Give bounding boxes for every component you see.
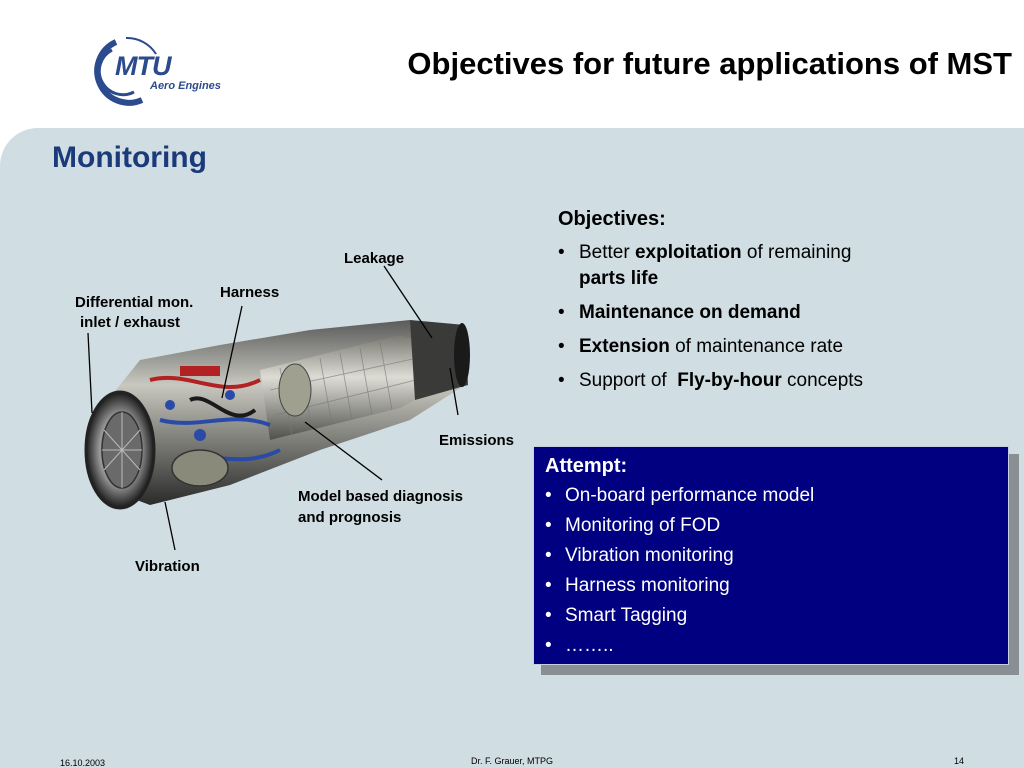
label-vibration: Vibration — [135, 558, 200, 575]
footer-date: 16.10.2003 — [60, 758, 106, 768]
label-model-diagnosis-line2: and prognosis — [298, 509, 402, 526]
objective-item: Extension of maintenance rate — [558, 334, 998, 360]
attempt-item: Harness monitoring — [545, 571, 997, 601]
objective-item: Better exploitation of remaining parts l… — [558, 240, 998, 292]
objectives-section: Objectives: Better exploitation of remai… — [558, 208, 998, 402]
objective-emphasis: Maintenance on demand — [579, 302, 801, 323]
objective-emphasis: exploitation — [634, 242, 742, 263]
attempt-item: Monitoring of FOD — [545, 511, 997, 541]
objective-item: Support of Fly-by-hour concepts — [558, 368, 998, 394]
attempt-item: Smart Tagging — [545, 601, 997, 631]
objective-emphasis: Extension — [579, 336, 670, 357]
attempt-box: Attempt: On-board performance model Moni… — [533, 446, 1009, 665]
objectives-list: Better exploitation of remaining parts l… — [558, 240, 998, 394]
label-differential-monitoring: Differential mon. — [75, 294, 194, 311]
label-inlet-exhaust: inlet / exhaust — [80, 314, 181, 331]
mtu-logo-icon — [94, 36, 157, 106]
logo-subtitle: Aero Engines — [150, 80, 221, 92]
logo-name: MTU — [115, 51, 171, 81]
attempt-item: On-board performance model — [545, 481, 997, 511]
objective-text: Better — [579, 242, 635, 263]
section-title: Monitoring — [52, 141, 207, 174]
attempt-item: …….. — [545, 631, 997, 661]
footer-author: Dr. F. Grauer, MTPG — [471, 756, 554, 766]
attempt-heading: Attempt: — [545, 455, 628, 477]
objective-text: concepts — [781, 370, 864, 391]
slide-header: MTU Aero Engines Objectives for future a… — [0, 0, 1024, 128]
attempt-list: On-board performance model Monitoring of… — [545, 481, 997, 661]
footer-page-number: 14 — [954, 756, 965, 766]
objective-emphasis: Fly-by-hour — [677, 370, 782, 391]
objective-item: Maintenance on demand — [558, 300, 998, 326]
slide-title: Objectives for future applications of MS… — [407, 46, 1012, 81]
label-leakage: Leakage — [344, 250, 405, 267]
attempt-item: Vibration monitoring — [545, 541, 997, 571]
objective-text: Support of — [579, 370, 678, 391]
objective-text: of maintenance rate — [669, 336, 844, 357]
label-model-diagnosis-line1: Model based diagnosis — [298, 488, 464, 505]
label-emissions: Emissions — [439, 432, 515, 449]
objective-emphasis: parts life — [579, 268, 659, 289]
objectives-heading: Objectives: — [558, 208, 666, 230]
label-harness: Harness — [220, 284, 280, 301]
objective-text: of remaining — [741, 242, 852, 263]
